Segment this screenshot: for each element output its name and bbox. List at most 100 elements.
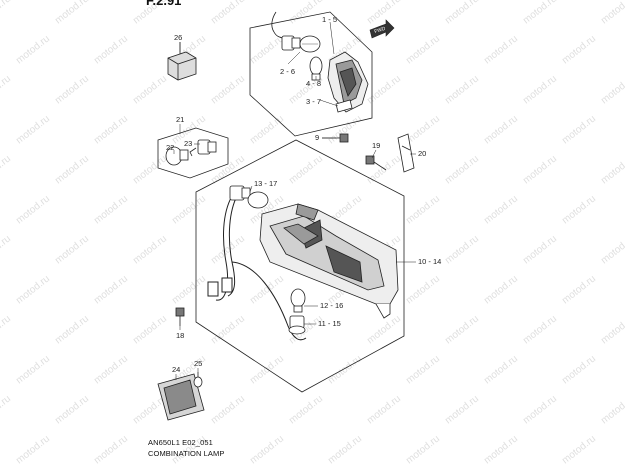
watermark-text: motod.ru [482,193,520,226]
nut-25[interactable] [193,372,203,388]
watermark-text: motod.ru [443,393,481,426]
watermark-text: motod.ru [482,113,520,146]
watermark-text: motod.ru [365,393,403,426]
watermark-text: motod.ru [14,273,52,306]
watermark-text: motod.ru [248,273,286,306]
watermark-text: motod.ru [209,393,247,426]
callout-21: 21 [176,115,184,124]
socket-11-15[interactable] [288,315,306,335]
callout-9: 9 [315,133,319,142]
watermark-text: motod.ru [404,273,442,306]
watermark-text: motod.ru [560,113,598,146]
callout-12-16: 12 - 16 [320,301,343,310]
watermark-text: motod.ru [599,0,625,26]
callout-22: 22 [166,143,174,152]
watermark-text: motod.ru [53,153,91,186]
watermark-text: motod.ru [53,0,91,26]
watermark-text: motod.ru [92,113,130,146]
callout-3-7: 3 - 7 [306,97,321,106]
watermark-text: motod.ru [365,0,403,26]
watermark-text: motod.ru [209,0,247,26]
watermark-text: motod.ru [92,433,130,466]
watermark-text: motod.ru [131,313,169,346]
upper-lamp-group [249,11,373,137]
watermark-text: motod.ru [0,153,13,186]
watermark-text: motod.ru [92,33,130,66]
watermark-text: motod.ru [599,313,625,346]
watermark-text: motod.ru [404,433,442,466]
watermark-text: motod.ru [209,233,247,266]
callout-18: 18 [176,331,184,340]
watermark-text: motod.ru [482,353,520,386]
watermark-text: motod.ru [521,73,559,106]
watermark-text: motod.ru [599,393,625,426]
watermark-text: motod.ru [521,313,559,346]
bulb-socket-group-21 [157,127,229,179]
figure-number: F.2.91 [146,0,182,8]
watermark-text: motod.ru [560,33,598,66]
bracket-3-7[interactable] [335,99,353,113]
watermark-text: motod.ru [326,433,364,466]
watermark-text: motod.ru [404,353,442,386]
socket-23[interactable] [189,139,217,157]
front-direction-marker: FWD [369,19,395,39]
callout-19: 19 [372,141,380,150]
turn-signal-lens-1-5[interactable] [327,51,369,113]
watermark-text: motod.ru [482,433,520,466]
combination-lamp-10-14[interactable] [259,203,399,319]
watermark-text: motod.ru [53,233,91,266]
leader-lines [173,21,416,380]
watermark-text: motod.ru [482,33,520,66]
screw-18[interactable] [175,307,185,326]
watermark-text: motod.ru [287,153,325,186]
screw-19[interactable] [365,155,387,171]
callout-2-6: 2 - 6 [280,67,295,76]
watermark-text: motod.ru [0,233,13,266]
bulb-22[interactable] [165,146,189,166]
upper-group-outline [249,11,373,137]
bulb-12-16[interactable] [290,288,306,313]
watermark-text: motod.ru [560,433,598,466]
watermark-text: motod.ru [521,393,559,426]
callout-20: 20 [418,149,426,158]
bracket-20[interactable] [397,133,415,173]
watermark-text: motod.ru [53,393,91,426]
watermark-text: motod.ru [0,0,13,26]
watermark-text: motod.ru [14,433,52,466]
watermark-text: motod.ru [131,233,169,266]
watermark-text: motod.ru [404,113,442,146]
callout-4-8: 4 - 8 [306,79,321,88]
watermark-text: motod.ru [248,33,286,66]
caption-title: COMBINATION LAMP [148,449,225,458]
watermark-text: motod.ru [209,73,247,106]
socket-bulb-13-17[interactable] [229,185,269,209]
watermark-text: motod.ru [14,193,52,226]
watermark-text: motod.ru [170,273,208,306]
watermark-text: motod.ru [560,353,598,386]
watermark-text: motod.ru [443,0,481,26]
socket-bulb-2-6[interactable] [271,11,321,53]
watermark-text: motod.ru [482,273,520,306]
callout-1-5: 1 - 5 [322,15,337,24]
watermark-text: motod.ru [521,0,559,26]
main-lamp-group [195,139,405,393]
watermark-text: motod.ru [248,353,286,386]
reflector-24[interactable] [157,373,205,421]
watermark-text: motod.ru [404,193,442,226]
watermark-text: motod.ru [560,193,598,226]
watermark-text: motod.ru [92,273,130,306]
watermark-text: motod.ru [0,73,13,106]
callout-23: 23 [184,139,192,148]
watermark-text: motod.ru [248,113,286,146]
callout-labels: 1 - 5 2 - 6 4 - 8 3 - 7 26 21 22 23 9 19… [166,15,441,374]
watermark-text: motod.ru [443,313,481,346]
callout-25: 25 [194,359,202,368]
watermark-text: motod.ru [53,313,91,346]
watermark-text: motod.ru [170,193,208,226]
watermark-text: motod.ru [287,393,325,426]
watermark-text: motod.ru [560,273,598,306]
group-21-outline [157,127,229,179]
watermark-text: motod.ru [0,393,13,426]
wire-harness[interactable] [207,195,307,341]
